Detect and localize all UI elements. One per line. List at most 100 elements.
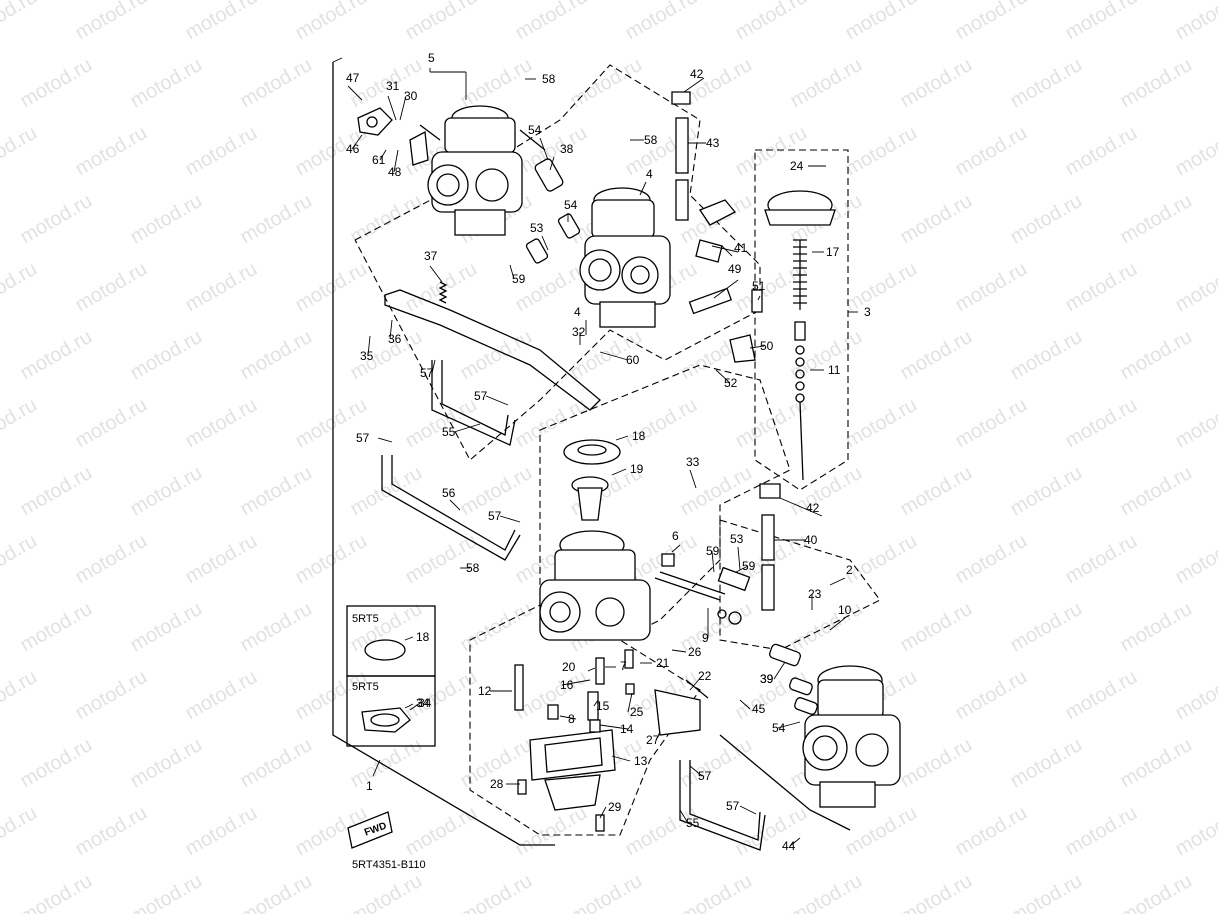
watermark-text: motod.ru (17, 734, 96, 793)
callout-27: 27 (646, 733, 660, 747)
callout-leader (377, 437, 393, 443)
watermark-text: motod.ru (732, 394, 811, 453)
callout-2: 2 (846, 563, 853, 577)
callout-56: 56 (442, 486, 456, 500)
callout-30: 30 (404, 89, 418, 103)
callout-57: 57 (726, 799, 740, 813)
watermark-text: motod.ru (622, 802, 701, 861)
callout-leader (689, 765, 703, 777)
callout-25: 25 (630, 705, 644, 719)
watermark-text: motod.ru (1062, 666, 1141, 725)
callout-leader (485, 395, 509, 406)
callout-leader (389, 319, 393, 340)
watermark-text: motod.ru (1062, 258, 1141, 317)
dashed-outline-needle (754, 149, 849, 491)
watermark-text: motod.ru (897, 326, 976, 385)
watermark-text: motod.ru (347, 870, 426, 914)
callout-leader (611, 755, 631, 762)
watermark-text: motod.ru (952, 394, 1031, 453)
watermark-text: motod.ru (622, 394, 701, 453)
watermark-text: motod.ru (1062, 0, 1141, 44)
watermark-text: motod.ru (0, 802, 41, 861)
callout-59: 59 (742, 559, 756, 573)
watermark-text: motod.ru (732, 802, 811, 861)
callout-53: 53 (530, 221, 544, 235)
callout-9: 9 (702, 631, 709, 645)
callout-13: 13 (634, 754, 648, 768)
watermark-text: motod.ru (1062, 802, 1141, 861)
watermark-text: motod.ru (127, 870, 206, 914)
callout-57: 57 (698, 769, 712, 783)
callout-58: 58 (542, 72, 556, 86)
watermark-text: motod.ru (402, 394, 481, 453)
dashed-outline-right (719, 519, 881, 651)
callout-6: 6 (672, 529, 679, 543)
callout-leader (689, 469, 697, 489)
watermark-text: motod.ru (347, 734, 426, 793)
watermark-text: motod.ru (897, 870, 976, 914)
callout-49: 49 (728, 262, 742, 276)
watermark-text: motod.ru (1172, 0, 1218, 44)
callout-leader (599, 724, 629, 730)
watermark-text: motod.ru (347, 326, 426, 385)
watermark-text: motod.ru (1117, 190, 1196, 249)
watermark-text: motod.ru (1117, 598, 1196, 657)
watermark-text: motod.ru (292, 0, 371, 44)
callout-21: 21 (656, 656, 670, 670)
callout-28: 28 (490, 777, 504, 791)
callout-50: 50 (760, 339, 774, 353)
watermark-text: motod.ru (1117, 326, 1196, 385)
callout-leader (549, 156, 555, 171)
watermark-text: motod.ru (237, 870, 316, 914)
hose-55-lower (679, 760, 766, 851)
callout-leader (711, 550, 715, 573)
callout-leader (351, 134, 363, 150)
callout-22: 22 (698, 669, 712, 683)
callout-47: 47 (346, 71, 360, 85)
callout-leader (739, 805, 757, 815)
callout-leader (689, 675, 703, 691)
watermark-text: motod.ru (1007, 734, 1086, 793)
dashed-outline-upper (354, 64, 761, 461)
watermark-text: motod.ru (897, 734, 976, 793)
jet-cluster (514, 649, 709, 832)
callout-leader (679, 809, 689, 824)
callout-37: 37 (424, 249, 438, 263)
watermark-text: motod.ru (0, 666, 41, 725)
callout-53: 53 (730, 532, 744, 546)
callout-leader (539, 137, 549, 161)
callout-leader (379, 149, 387, 161)
watermark-text: motod.ru (72, 122, 151, 181)
callout-23: 23 (808, 587, 822, 601)
callout-55: 55 (442, 425, 456, 439)
watermark-text: motod.ru (72, 394, 151, 453)
watermark-text: motod.ru (0, 122, 41, 181)
watermark-text: motod.ru (347, 190, 426, 249)
watermark-text: motod.ru (402, 0, 481, 44)
callout-18: 18 (632, 429, 646, 443)
callout-leader (431, 359, 436, 374)
callout-1: 1 (366, 779, 373, 793)
callout-leader (509, 264, 515, 280)
variant-box-1: 5RT5 18 (346, 605, 436, 677)
watermark-text: motod.ru (787, 870, 866, 914)
watermark-text: motod.ru (1007, 462, 1086, 521)
carburetor-lower-right (768, 643, 901, 808)
watermark-text: motod.ru (17, 598, 96, 657)
callout-29: 29 (608, 800, 622, 814)
watermark-text: motod.ru (457, 598, 536, 657)
callout-45: 45 (752, 702, 766, 716)
needle-assembly (764, 190, 836, 481)
watermark-text: motod.ru (72, 0, 151, 44)
throttle-bracket (357, 107, 429, 166)
callout-58: 58 (644, 133, 658, 147)
callout-leader (777, 721, 801, 729)
callout-60: 60 (626, 353, 640, 367)
callout-24: 24 (790, 159, 804, 173)
callout-leader (409, 702, 421, 711)
callout-39: 39 (760, 672, 774, 686)
callout-leader (789, 837, 801, 847)
watermark-text: motod.ru (567, 870, 646, 914)
